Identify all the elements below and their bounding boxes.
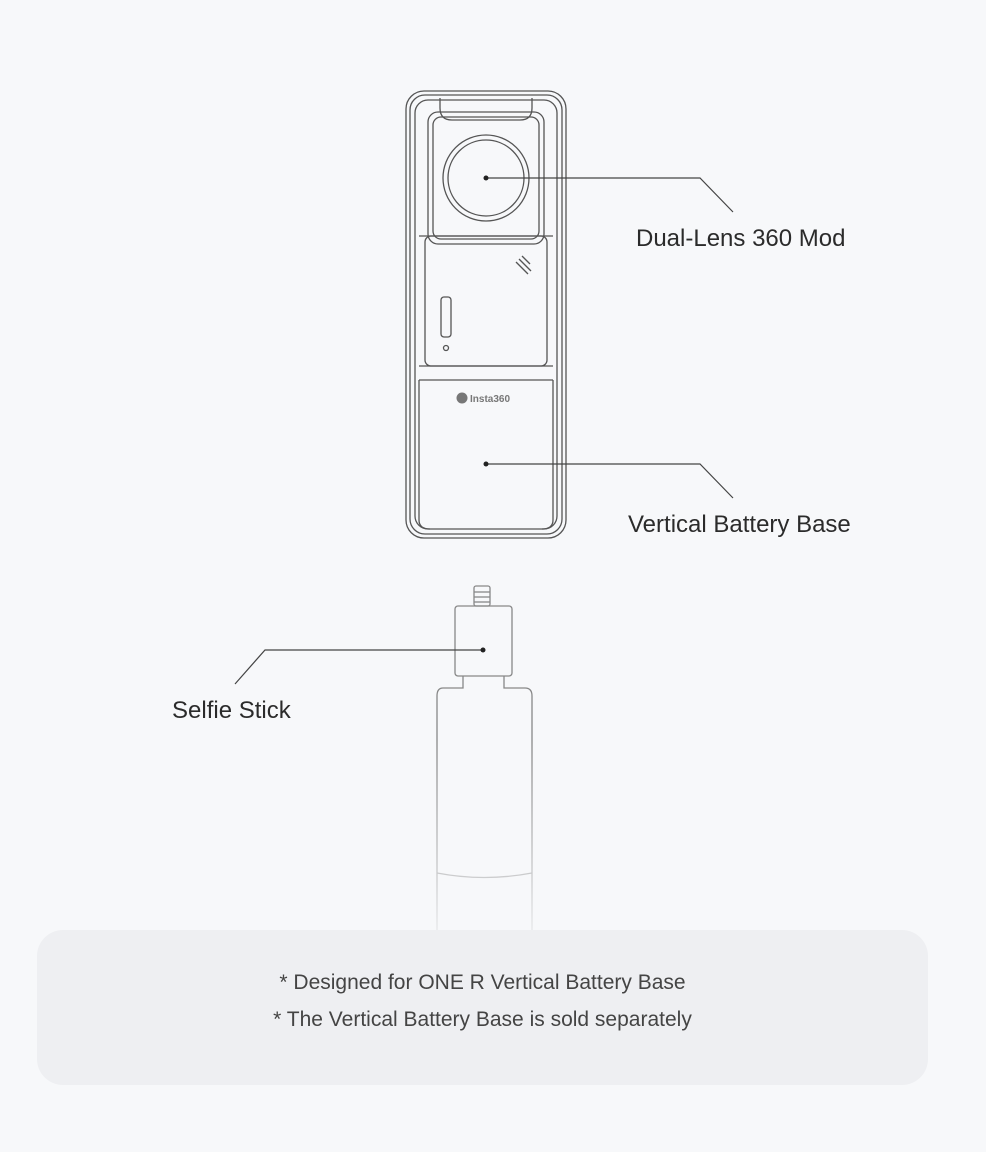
mic-icon — [515, 255, 532, 275]
note-line: * Designed for ONE R Vertical Battery Ba… — [279, 971, 686, 994]
insta360-logo-icon — [456, 392, 468, 404]
brand-logo-text: Insta360 — [470, 394, 510, 405]
fade-overlay — [0, 740, 986, 930]
label-vertical-battery-base: Vertical Battery Base — [628, 511, 851, 538]
label-dual-lens-mod: Dual-Lens 360 Mod — [636, 225, 846, 252]
product-diagram: Insta360 — [234, 90, 734, 940]
one-r-badge — [440, 296, 452, 338]
leader-lines — [234, 175, 734, 685]
label-selfie-stick: Selfie Stick — [172, 697, 291, 724]
note-line: * The Vertical Battery Base is sold sepa… — [273, 1008, 692, 1031]
notes-box: * Designed for ONE R Vertical Battery Ba… — [37, 930, 928, 1085]
camera-assembly: Insta360 — [405, 90, 567, 539]
